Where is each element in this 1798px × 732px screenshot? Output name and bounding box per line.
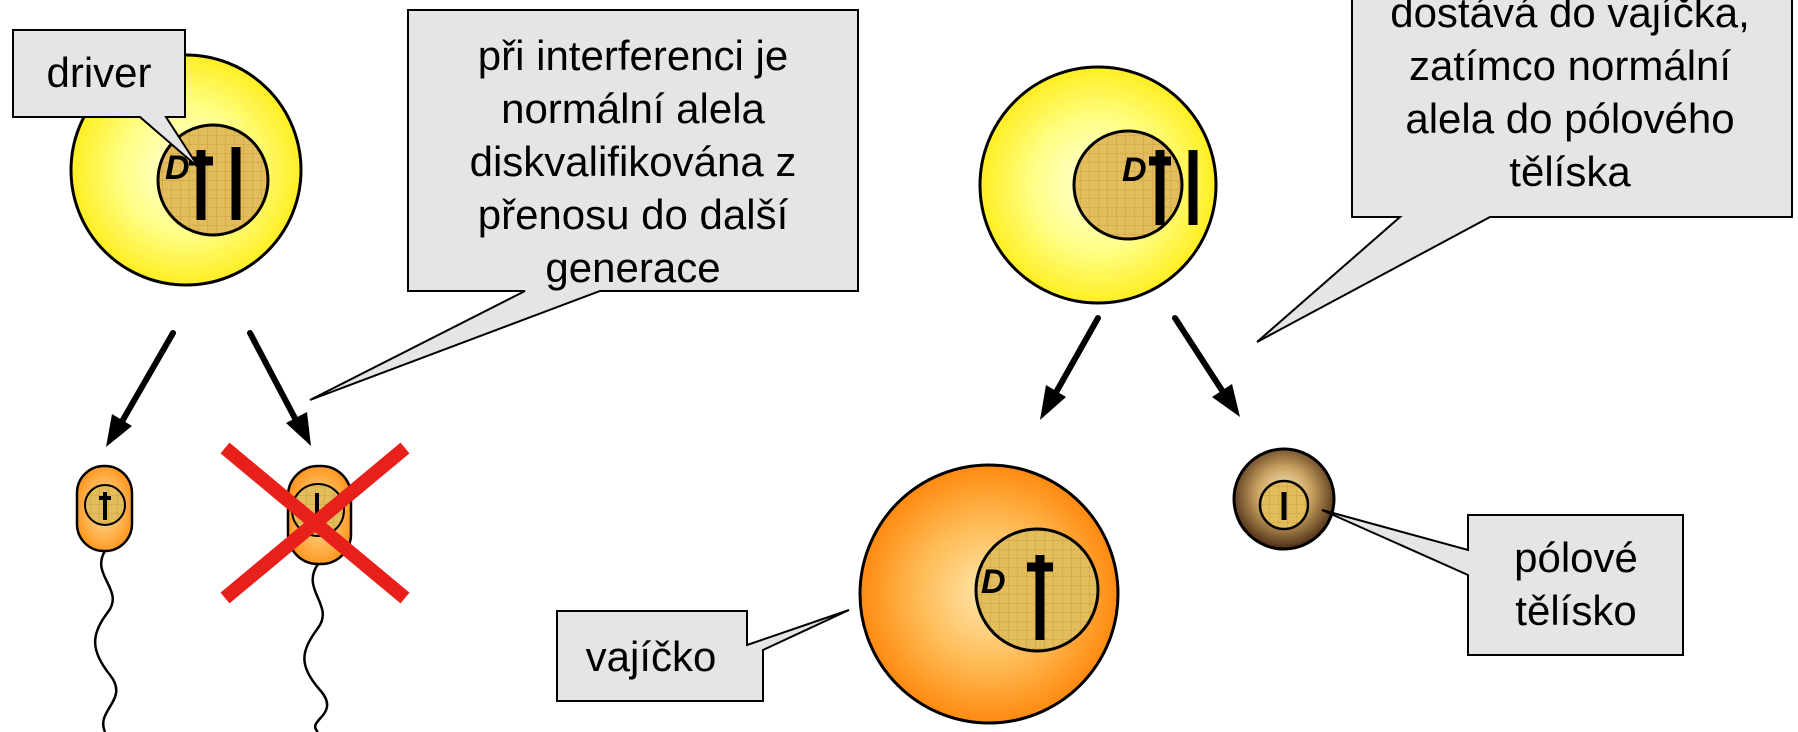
interference-line-4: přenosu do další <box>478 191 789 238</box>
polar-body-callout: pólové tělísko <box>1321 509 1684 656</box>
arrow-icon <box>247 330 311 446</box>
meiosis-line-3: alela do pólového <box>1405 95 1734 142</box>
parent-cell-right: D <box>978 65 1218 305</box>
polar-body-icon <box>1232 447 1336 551</box>
meiosis-line-4: tělíska <box>1509 148 1631 195</box>
meiosis-line-2: zatímco normální <box>1409 42 1731 89</box>
interference-line-2: normální alela <box>501 85 765 132</box>
interference-line-1: při interferenci je <box>478 32 788 79</box>
polar-body-line-1: pólové <box>1514 534 1638 581</box>
egg-label: vajíčko <box>586 633 717 680</box>
egg-callout: vajíčko <box>556 609 850 702</box>
arrow-icon <box>1172 315 1240 417</box>
interference-line-3: diskvalifikována z <box>470 138 797 185</box>
interference-line-5: generace <box>545 244 720 291</box>
chromosome-label-egg: D <box>981 563 1006 601</box>
polar-body-line-2: tělísko <box>1515 587 1636 634</box>
driver-callout: driver <box>12 29 200 169</box>
arrow-icon <box>1040 315 1101 420</box>
cross-icon <box>220 442 410 604</box>
egg-icon: D <box>858 463 1120 725</box>
arrow-icon <box>106 330 176 447</box>
meiosis-callout: dostává do vajíčka, zatímco normální ale… <box>1256 0 1793 343</box>
sperm-icon-driver <box>75 464 134 732</box>
chromosome-label-right: D <box>1122 151 1147 189</box>
interference-callout: při interferenci je normální alela diskv… <box>309 9 859 401</box>
driver-label: driver <box>46 49 151 96</box>
meiosis-line-1: dostává do vajíčka, <box>1390 0 1750 36</box>
